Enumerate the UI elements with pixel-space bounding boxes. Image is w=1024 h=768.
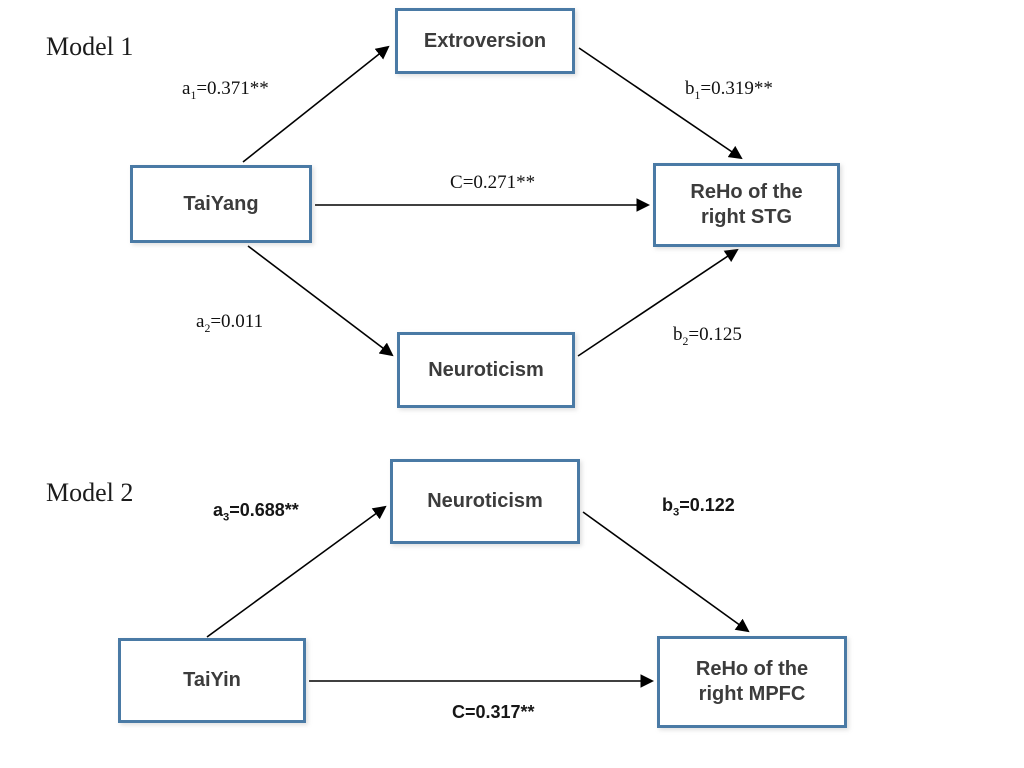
model2-title: Model 2 [46, 478, 134, 507]
node-neuroticism-model1: Neuroticism [397, 332, 575, 408]
edge-label-c-model1-value: =0.271** [462, 172, 536, 193]
edge-label-b3-letter: b [662, 495, 673, 515]
edge-label-b1-sub: 1 [694, 88, 701, 102]
edge-label-a3-letter: a [213, 500, 224, 520]
node-taiyang: TaiYang [130, 165, 312, 243]
edge-label-a2-sub: 2 [204, 321, 211, 335]
edge-label-a3-sub: 3 [223, 511, 230, 524]
edge-label-a3: a3=0.688** [213, 500, 299, 524]
arrow-neuroticism-to-reho-mpfc [582, 511, 750, 633]
edge-label-a3-value: =0.688** [229, 500, 299, 520]
edge-label-b3-value: =0.122 [679, 495, 735, 515]
node-extroversion: Extroversion [395, 8, 575, 74]
node-neuroticism-model2: Neuroticism [390, 459, 580, 544]
edge-label-c-model2: C=0.317** [452, 702, 535, 723]
arrow-taiyang-to-extroversion [242, 45, 390, 163]
edge-label-b2: b2=0.125 [673, 324, 742, 348]
edge-label-a2-letter: a [196, 311, 205, 332]
edge-label-b3: b3=0.122 [662, 495, 735, 519]
edge-label-a2: a2=0.011 [196, 311, 264, 335]
edge-label-b2-value: =0.125 [688, 324, 742, 345]
edge-label-b2-sub: 2 [682, 334, 689, 348]
edge-label-b1-letter: b [685, 78, 695, 99]
edge-label-b1-value: =0.319** [700, 78, 773, 99]
edge-label-a1: a1=0.371** [182, 78, 269, 102]
edge-label-a1-sub: 1 [190, 88, 197, 102]
edge-label-c-model2-letter: C [452, 702, 465, 722]
node-reho-right-stg: ReHo of the right STG [653, 163, 840, 247]
edge-label-a1-letter: a [182, 78, 191, 99]
edge-label-b2-letter: b [673, 324, 683, 345]
arrow-extroversion-to-reho-stg [578, 47, 743, 160]
arrow-taiyin-to-neuroticism [206, 505, 387, 638]
edge-label-b1: b1=0.319** [685, 78, 773, 102]
edge-label-c-model1: C=0.271** [450, 172, 535, 194]
arrow-taiyang-to-neuroticism [247, 245, 394, 357]
edge-label-c-model1-letter: C [450, 172, 463, 193]
edge-label-c-model2-value: =0.317** [465, 702, 535, 722]
node-reho-right-mpfc: ReHo of the right MPFC [657, 636, 847, 728]
model1-title: Model 1 [46, 32, 134, 61]
edge-label-a2-value: =0.011 [210, 311, 264, 332]
edge-label-b3-sub: 3 [673, 506, 680, 519]
edge-label-a1-value: =0.371** [196, 78, 269, 99]
node-taiyin: TaiYin [118, 638, 306, 723]
